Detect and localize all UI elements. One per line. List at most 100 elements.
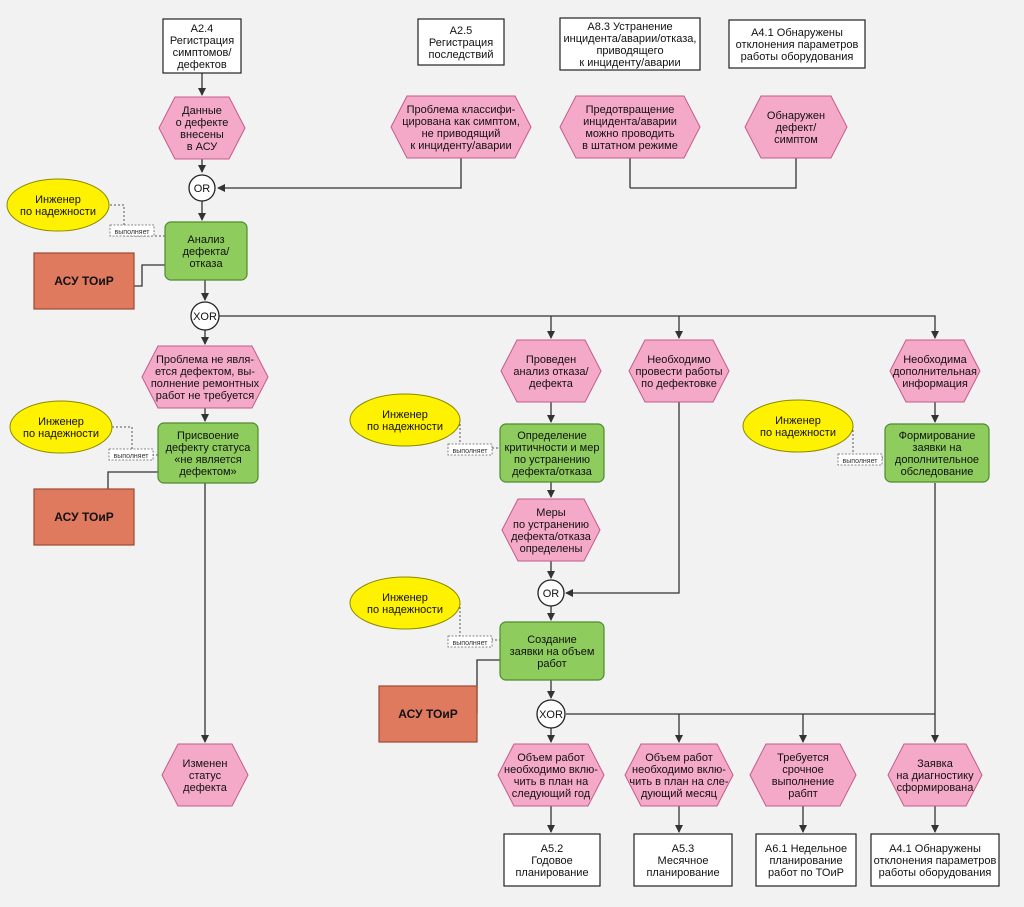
system-link-line: [476, 659, 500, 714]
gate-node: [190, 301, 220, 331]
assignment-line: [459, 603, 500, 641]
assignment-tag: [837, 453, 883, 466]
event-label-line: сформирована: [897, 782, 975, 794]
event-label-line: Проведен: [526, 354, 576, 366]
event-label-line: Объем работ: [645, 752, 713, 764]
function-label-line: критичности и мер: [505, 442, 600, 454]
event-label-line: можно проводить: [585, 128, 675, 140]
reference-label-line: А8.3 Устранение: [587, 21, 672, 33]
event-label-line: инцидента/аварии: [583, 116, 677, 128]
reference-box: [755, 833, 857, 887]
event-label-line: на диагностику: [896, 770, 974, 782]
event-label-line: дефекта: [183, 782, 228, 794]
gate-label: OR: [543, 588, 560, 600]
function-label-line: работ: [537, 658, 566, 670]
reference-label-line: А5.2: [541, 843, 564, 855]
role-label-line: по надежности: [20, 206, 96, 218]
event-label-line: Объем работ: [517, 752, 585, 764]
reference-label-line: работ по ТОиР: [768, 867, 844, 879]
reference-label-line: Месячное: [658, 855, 709, 867]
reference-label-line: отклонения параметров: [736, 39, 859, 51]
reference-label-line: приводящего: [596, 45, 663, 57]
assignment-tag: [447, 443, 493, 456]
event-label-line: в штатном режиме: [582, 140, 678, 152]
reference-label-line: последствий: [429, 49, 494, 61]
reference-label-line: дефектов: [177, 59, 227, 71]
gate-node: [537, 579, 565, 607]
role-label-line: по надежности: [367, 421, 443, 433]
event-label-line: Заявка: [917, 758, 954, 770]
reference-label-line: работы оборудования: [879, 867, 992, 879]
event-label-line: Изменен: [183, 758, 228, 770]
event-label-line: работ не требуется: [156, 390, 255, 402]
function-node: [157, 422, 259, 484]
event-label-line: дующий месяц: [641, 788, 718, 800]
function-label-line: заявки на: [912, 442, 962, 454]
reference-label-line: планирование: [646, 867, 719, 879]
system-label: АСУ ТОиР: [54, 274, 113, 288]
reference-label-line: планирование: [769, 855, 842, 867]
reference-label-line: А2.4: [191, 23, 214, 35]
merge-line: [630, 158, 797, 189]
function-label-line: Формирование: [899, 430, 976, 442]
assignment-tag: [108, 448, 154, 461]
event-label-line: дополнительная: [893, 366, 977, 378]
event-label-line: провести работы: [635, 366, 722, 378]
event-node: [500, 339, 602, 403]
role-label-line: Инженер: [38, 416, 84, 428]
event-label-line: Проблема классифи-: [407, 104, 516, 116]
event-label-line: Проблема не явля-: [156, 354, 254, 366]
event-label-line: рабпт: [788, 788, 818, 800]
event-label-line: Данные: [182, 105, 222, 117]
event-label-line: к инциденту/аварии: [410, 140, 511, 152]
role-label-line: Инженер: [35, 194, 81, 206]
role-label-line: Инженер: [775, 415, 821, 427]
event-node: [559, 95, 701, 159]
reference-box: [417, 18, 505, 66]
event-label-line: Меры: [536, 507, 566, 519]
event-node: [889, 339, 981, 403]
event-label-line: Необходима: [903, 354, 967, 366]
reference-label-line: А2.5: [450, 25, 473, 37]
event-label-line: Предотвращение: [586, 104, 675, 116]
event-node: [390, 95, 532, 159]
event-node: [141, 345, 269, 409]
event-label-line: внесены: [180, 129, 224, 141]
event-label-line: о дефекте: [176, 117, 229, 129]
event-label-line: симптом: [774, 134, 818, 146]
gate-label: OR: [194, 183, 211, 195]
event-node: [161, 743, 249, 807]
function-node: [499, 423, 605, 483]
reference-label-line: инцидента/аварии/отказа,: [564, 33, 697, 45]
event-label-line: в АСУ: [187, 141, 219, 153]
event-label-line: Необходимо: [647, 354, 711, 366]
assignment-line: [852, 426, 885, 459]
role-label-line: Инженер: [382, 409, 428, 421]
event-label-line: по дефектовке: [641, 378, 717, 390]
system-link-line: [134, 264, 165, 287]
role-node: [6, 178, 110, 232]
branch-line: [219, 315, 939, 339]
reference-box: [870, 833, 1000, 887]
event-label: Проблема классифи-цирована как симптом,н…: [402, 104, 520, 152]
